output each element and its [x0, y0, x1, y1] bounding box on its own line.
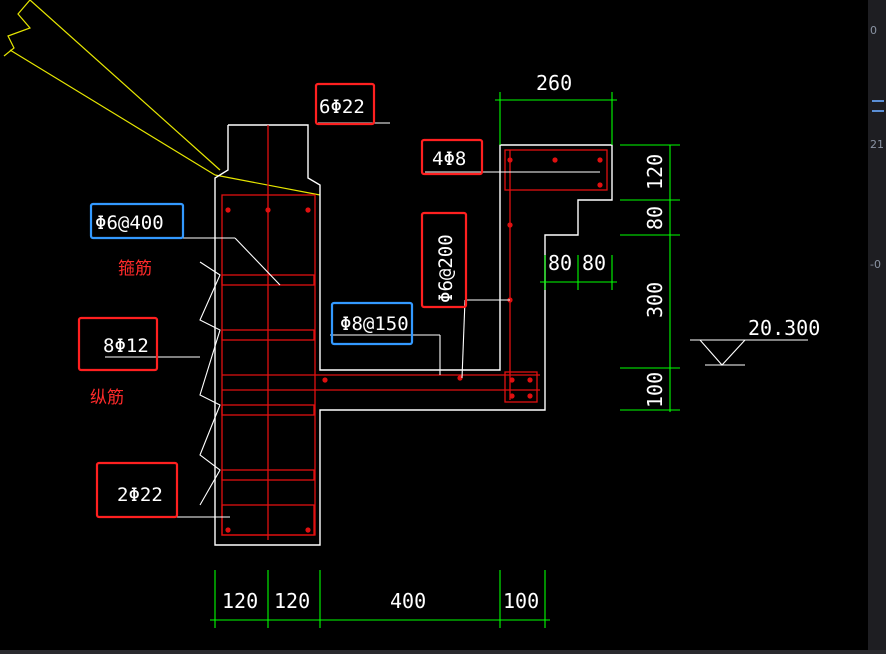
dim-right-3: 300 — [643, 282, 667, 318]
dim-bottom-1: 120 — [222, 589, 258, 613]
dim-right-2: 80 — [643, 206, 667, 230]
side-accent-bar — [872, 100, 884, 102]
rebar-dots — [225, 157, 603, 533]
dim-elevation: 20.300 — [748, 316, 820, 340]
bottom-edge — [0, 650, 886, 654]
side-text-2: 21 — [870, 138, 884, 151]
label-slab-bars: Φ8@150 — [340, 313, 409, 335]
dim-right-4: 100 — [643, 372, 667, 408]
label-beam-stirrup: Φ6@200 — [435, 234, 457, 303]
label-beam-bars: 4Φ8 — [432, 148, 466, 170]
right-side-panel: 0 21 -0 — [868, 0, 886, 654]
elevation-mark — [690, 339, 808, 366]
concrete-outline — [214, 124, 613, 546]
dim-bottom-3: 400 — [390, 589, 426, 613]
dim-bottom-4: 100 — [503, 589, 539, 613]
yellow-slope-lines — [3, 0, 321, 196]
label-stirrup-spec: Φ6@400 — [95, 212, 164, 234]
red-annotation-boxes — [77, 82, 484, 519]
note-stirrup-cn: 箍筋 — [118, 259, 152, 279]
dim-mid-b: 80 — [582, 251, 606, 275]
rebar-cage — [221, 125, 608, 540]
side-text-1: 0 — [870, 24, 877, 37]
dim-mid-a: 80 — [548, 251, 572, 275]
dim-bottom-2: 120 — [274, 589, 310, 613]
dim-right-1: 120 — [643, 154, 667, 190]
side-accent-bar-2 — [872, 110, 884, 112]
label-main-bars: 6Φ22 — [319, 96, 365, 118]
blue-annotation-boxes — [89, 202, 414, 346]
note-long-cn: 纵筋 — [90, 388, 124, 408]
label-long-bars: 8Φ12 — [103, 335, 149, 357]
label-bottom-bars: 2Φ22 — [117, 484, 163, 506]
dim-top-width: 260 — [536, 71, 572, 95]
leader-lines — [100, 122, 600, 518]
side-text-3: -0 — [870, 258, 881, 271]
dimension-lines — [210, 92, 680, 628]
